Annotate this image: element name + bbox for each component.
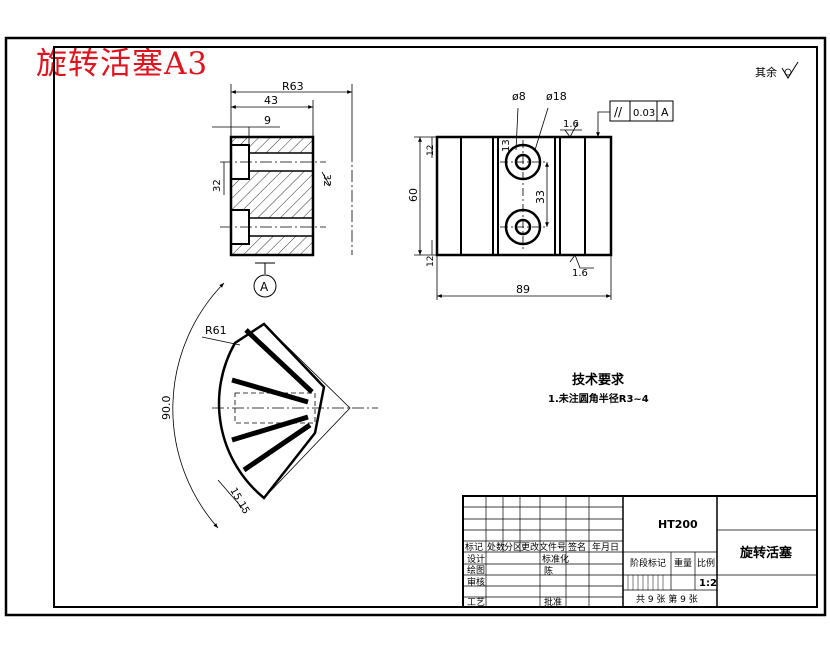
fan-blade-2	[231, 377, 309, 405]
dim-r61: R61	[205, 324, 227, 337]
rough-top: 1.6	[563, 119, 579, 130]
side-view: ø8 ø18 13 33 60 12 12 89 1.6 1.6 // 0.03…	[407, 90, 674, 300]
dim-32-left: 32	[212, 179, 223, 192]
section-centerlines	[220, 150, 353, 255]
dim-33: 33	[534, 190, 547, 204]
tol-datum: A	[661, 106, 669, 119]
side-grooves	[460, 137, 586, 255]
tol-value: 0.03	[633, 108, 655, 119]
tb-h-zone: 分区	[504, 542, 522, 553]
tech-heading: 技术要求	[572, 372, 625, 388]
tb-h-date: 年月日	[592, 541, 619, 553]
tb-r-std: 标准化	[542, 553, 569, 565]
outer-border	[4, 36, 827, 617]
hole-centerlines	[500, 140, 547, 250]
dim-phi8: ø8	[512, 90, 526, 103]
dim-32-right: 32	[321, 174, 332, 187]
dim-9: 9	[264, 114, 271, 127]
surface-note: 其余	[755, 65, 777, 79]
dim-89: 89	[516, 283, 530, 296]
dim-phi18: ø18	[546, 90, 567, 103]
tb-material: HT200	[658, 518, 698, 531]
tolerance-frame	[609, 100, 674, 122]
tb-h-count: 处数	[487, 541, 505, 553]
tb-h-ratio: 比例	[697, 557, 715, 569]
side-outline	[435, 135, 613, 257]
tb-r-design: 设计	[467, 553, 485, 565]
inner-frame	[53, 46, 818, 608]
fan-blade-3	[231, 414, 309, 443]
dim-12-top: 12	[426, 145, 436, 156]
tb-sheets: 共 9 张 第 9 张	[636, 593, 698, 605]
tb-h-mark: 标记	[465, 541, 483, 553]
tech-item-1: 1.未注圆角半径R3~4	[548, 392, 649, 405]
tb-h-weight: 重量	[674, 557, 692, 569]
dim-15: 15.15	[227, 486, 251, 516]
tb-r-draw: 绘图	[467, 564, 485, 576]
dim-12-bottom: 12	[426, 256, 436, 267]
tb-r-check: 审核	[467, 576, 485, 588]
fan-blade-4	[242, 422, 312, 473]
tb-part-name: 旋转活塞	[739, 545, 793, 561]
bore-lines	[249, 152, 313, 237]
tb-r-std-sign: 陈	[544, 565, 553, 577]
tol-parallel: //	[614, 105, 623, 119]
section-outline	[229, 135, 315, 257]
rough-bottom: 1.6	[572, 268, 588, 279]
dim-43: 43	[264, 94, 278, 107]
top-view: R61 90.0 15.15	[160, 282, 378, 529]
tb-r-process: 工艺	[467, 597, 485, 608]
dim-60: 60	[407, 188, 420, 202]
tb-r-approve: 批准	[544, 596, 562, 608]
tb-h-doc: 更改文件号	[521, 541, 566, 553]
roughness-circle	[784, 68, 792, 76]
angle-arc	[172, 282, 225, 529]
dim-r63: R63	[282, 80, 304, 93]
datum-a-circle	[253, 274, 277, 298]
tb-h-stage: 阶段标记	[630, 557, 666, 569]
tb-h-sign: 签名	[568, 541, 586, 553]
dim-13: 13	[501, 139, 512, 152]
datum-a: A	[260, 280, 269, 294]
fan-blade-1	[244, 328, 314, 394]
dim-angle: 90.0	[160, 396, 173, 421]
sheet-title-stamp: 旋转活塞A3	[36, 46, 209, 82]
roughness-symbol	[781, 61, 799, 79]
title-block: 标记 处数 分区 更改文件号 签名 年月日 设计 标准化 绘图 陈 审核 工艺 …	[462, 495, 818, 608]
section-view: R63 43 9 32 32 A	[212, 80, 353, 298]
tb-scale: 1:2	[699, 578, 717, 589]
